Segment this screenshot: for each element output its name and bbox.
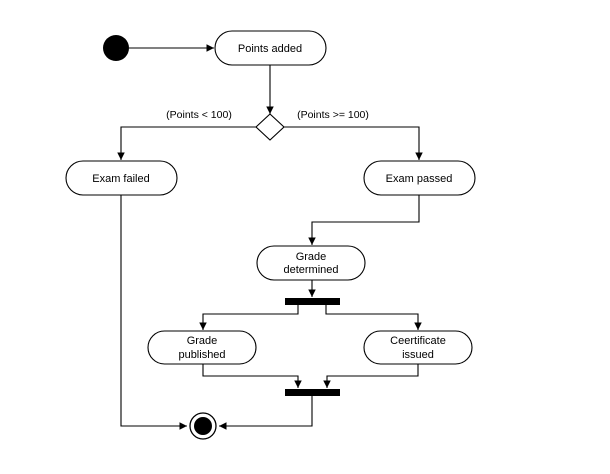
- edge-fork-to-grade-published: [199, 305, 299, 330]
- node-exam-passed: Exam passed: [363, 160, 476, 196]
- node-grade-determined-line2: determined: [283, 264, 338, 276]
- initial-node: [103, 35, 129, 61]
- node-certificate-issued: Ceertificate issued: [363, 330, 473, 365]
- node-grade-determined-line1: Grade: [296, 251, 327, 263]
- node-grade-determined: Grade determined: [256, 245, 366, 281]
- node-grade-published-line2: published: [178, 349, 225, 361]
- edge-decision-to-exam-failed: [117, 126, 257, 160]
- node-certificate-issued-line2: issued: [402, 349, 434, 361]
- guard-points-gte-100: (Points >= 100): [297, 109, 369, 121]
- node-exam-failed-label: Exam failed: [92, 173, 149, 185]
- edges: [117, 44, 423, 430]
- edge-grade-published-to-join: [202, 364, 302, 388]
- edge-exam-failed-to-end: [120, 195, 187, 430]
- edge-exam-passed-to-grade-determined: [308, 195, 420, 245]
- decision-node: [255, 113, 285, 141]
- join-bar: [285, 389, 340, 396]
- edge-decision-to-exam-passed: [284, 126, 423, 160]
- node-grade-published: Grade published: [147, 330, 257, 365]
- fork-bar: [285, 298, 340, 305]
- node-exam-passed-label: Exam passed: [386, 173, 453, 185]
- node-points-added-label: Points added: [238, 43, 302, 55]
- node-points-added: Points added: [214, 30, 327, 66]
- node-grade-published-line1: Grade: [187, 335, 218, 347]
- edge-join-to-end: [219, 396, 313, 430]
- edge-fork-to-certificate-issued: [325, 305, 422, 330]
- node-certificate-issued-line1: Ceertificate: [390, 335, 446, 347]
- edge-certificate-issued-to-join: [323, 364, 419, 388]
- node-exam-failed: Exam failed: [65, 160, 178, 196]
- guard-points-less-100: (Points < 100): [166, 109, 232, 121]
- final-node: [189, 412, 217, 440]
